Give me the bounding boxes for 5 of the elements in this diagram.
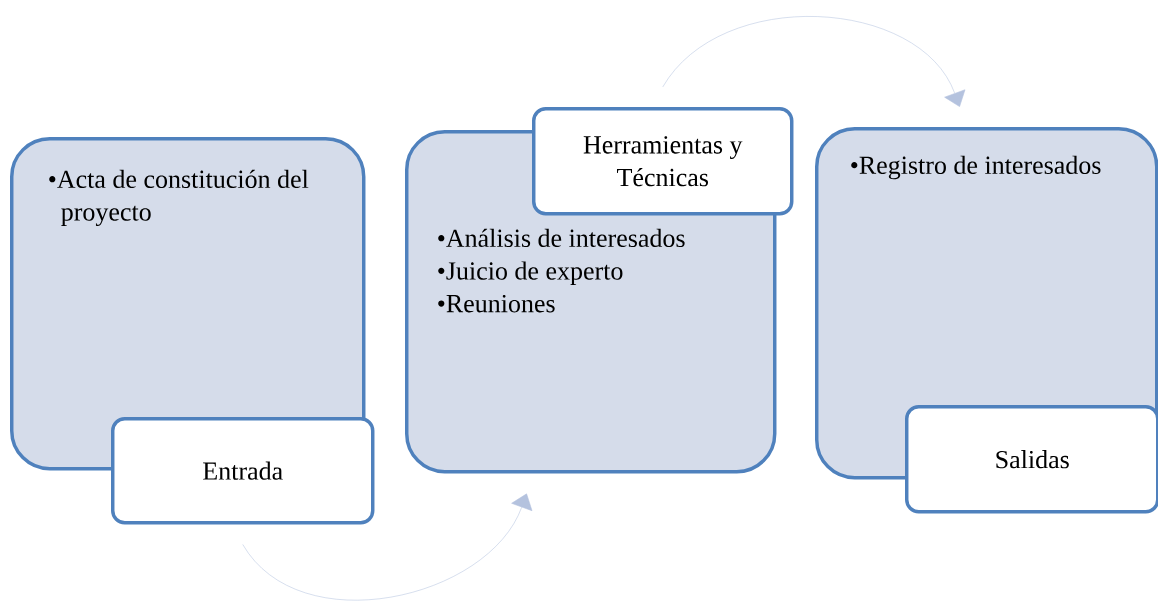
label-box: Entrada [111, 417, 375, 525]
curved-arrow [242, 493, 533, 601]
curved-arrow [662, 16, 966, 107]
label-box: Salidas [905, 405, 1158, 514]
label-box: Herramientas y Técnicas [532, 107, 794, 216]
